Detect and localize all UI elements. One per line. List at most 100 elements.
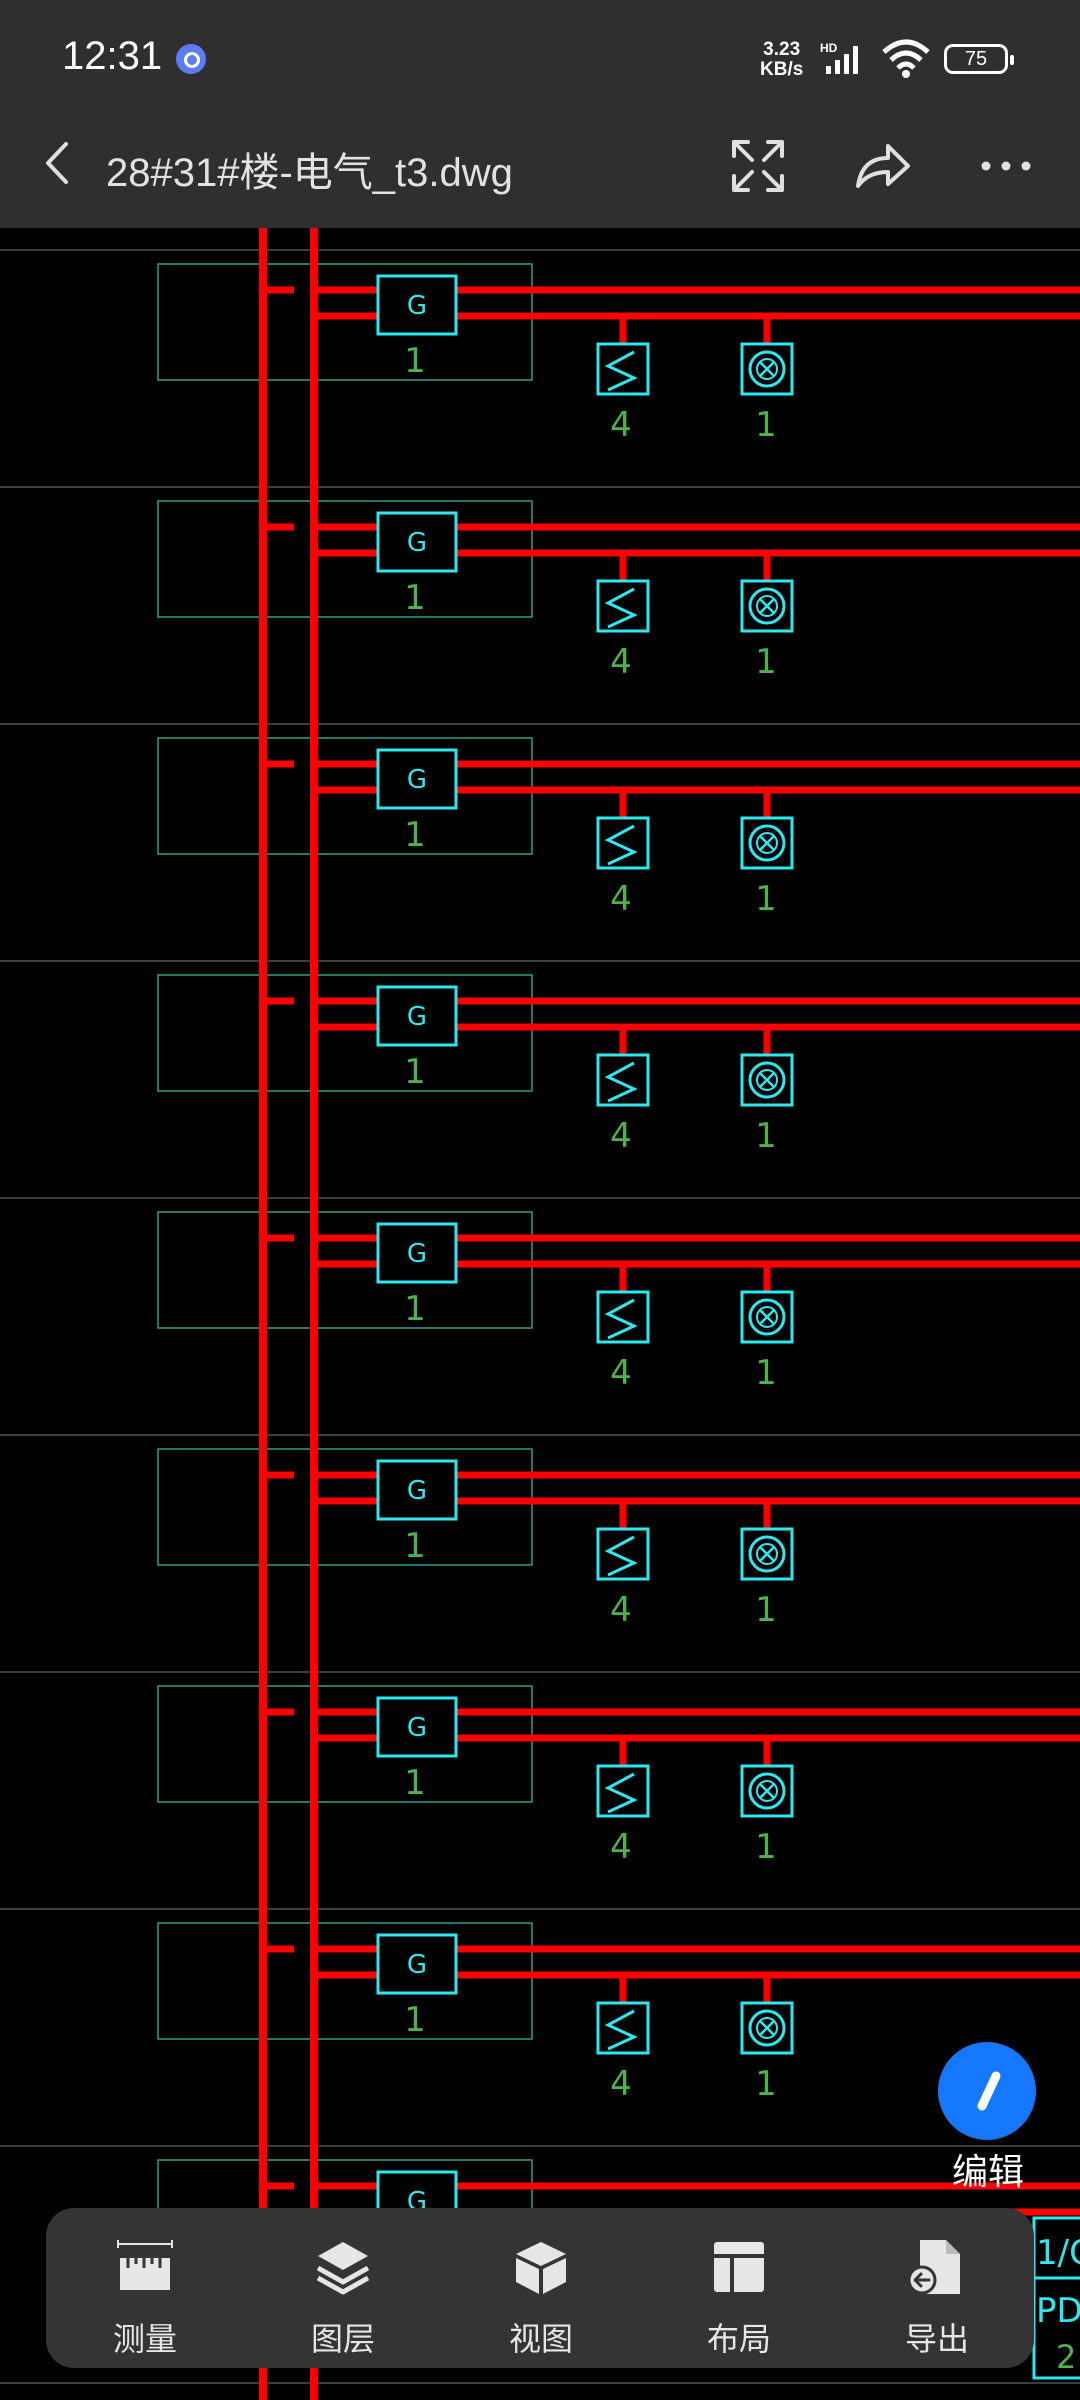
light-circle [748,1298,786,1336]
light-count: 1 [755,879,777,919]
generator-count: 1 [404,1763,426,1803]
light-inner-circle [756,358,778,380]
fullscreen-icon[interactable] [728,136,788,196]
generator-count: 1 [404,1526,426,1566]
light-cross [759,835,775,851]
cell-signal-icon: HD [820,41,858,74]
switch-zigzag [604,587,638,629]
light-inner-circle [756,832,778,854]
panel-label: 1/C [1036,2233,1080,2273]
light-inner-circle [756,1306,778,1328]
ruler-icon [117,2240,173,2290]
wifi-icon [882,39,930,78]
light-inner-circle [756,595,778,617]
network-speed-unit: KB/s [760,59,804,80]
switch-symbol [596,342,650,396]
network-speed: 3.23 KB/s [760,40,803,80]
toolbar-view-label: 视图 [508,2320,573,2358]
more-options-icon[interactable] [976,136,1036,196]
switch-symbol [596,1053,650,1107]
light-cross [759,2020,775,2036]
generator-count: 1 [404,1289,426,1329]
equipment-frame [157,1211,533,1329]
toolbar-export[interactable]: 导出 [838,2208,1036,2368]
back-arrow-icon[interactable] [34,138,84,188]
cube-icon [516,2242,566,2294]
generator-label: G [407,1476,427,1506]
toolbar-measure-label: 测量 [112,2320,177,2358]
light-count: 1 [755,405,777,445]
light-count: 1 [755,642,777,682]
light-circle [748,350,786,388]
switch-count: 4 [610,1116,632,1156]
battery-indicator: 75 [944,44,1014,74]
switch-count: 4 [610,405,632,445]
equipment-frame [157,737,533,855]
equipment-frame [157,1448,533,1566]
generator-label: G [407,1002,427,1032]
light-circle [748,2009,786,2047]
layout-icon [714,2242,764,2292]
light-circle [748,1535,786,1573]
app-bar: 28#31#楼-电气_t3.dwg [0,118,1080,228]
switch-symbol [596,1764,650,1818]
switch-symbol [596,1527,650,1581]
switch-count: 4 [610,879,632,919]
toolbar-export-label: 导出 [904,2320,969,2358]
light-cross [759,1309,775,1325]
generator-symbol [376,985,458,1047]
generator-label: G [407,1713,427,1743]
switch-count: 4 [610,1353,632,1393]
network-speed-value: 3.23 [763,39,801,60]
status-bar: 12:31 3.23 KB/s HD 75 [0,0,1080,118]
distribution-panel-partial [1032,2216,1080,2380]
light-count: 1 [755,1590,777,1630]
equipment-frame [157,263,533,381]
layers-icon [316,2242,370,2295]
generator-symbol [376,1696,458,1758]
switch-zigzag [604,1535,638,1577]
bottom-toolbar: 测量 图层 视图 布局 导出 [46,2208,1034,2368]
light-cross [759,1072,775,1088]
toolbar-layers[interactable]: 图层 [244,2208,442,2368]
generator-label: G [407,1239,427,1269]
light-inner-circle [756,1543,778,1565]
switch-zigzag [604,824,638,866]
share-icon[interactable] [852,136,912,196]
light-circle [748,824,786,862]
switch-zigzag [604,1061,638,1103]
switch-count: 4 [610,2064,632,2104]
generator-label: G [407,1950,427,1980]
generator-symbol [376,1222,458,1284]
light-inner-circle [756,1069,778,1091]
edit-button[interactable] [938,2042,1036,2140]
document-title: 28#31#楼-电气_t3.dwg [106,151,513,195]
status-time: 12:31 [62,34,163,78]
network-tag: HD [820,41,838,55]
switch-zigzag [604,350,638,392]
panel-count: 2 [1056,2338,1076,2376]
light-inner-circle [756,1780,778,1802]
equipment-frame [157,1922,533,2040]
export-file-icon [908,2240,960,2295]
generator-symbol [376,511,458,573]
light-cross [759,1546,775,1562]
switch-count: 4 [610,1590,632,1630]
switch-symbol [596,1290,650,1344]
generator-symbol [376,748,458,810]
pencil-icon [977,2071,1001,2111]
toolbar-view[interactable]: 视图 [442,2208,640,2368]
generator-count: 1 [404,2000,426,2040]
switch-count: 4 [610,1827,632,1867]
edit-label: 编辑 [951,2152,1024,2193]
equipment-frame [157,1685,533,1803]
toolbar-layout[interactable]: 布局 [640,2208,838,2368]
generator-symbol [376,1459,458,1521]
switch-symbol [596,2001,650,2055]
generator-count: 1 [404,341,426,381]
light-count: 1 [755,2064,777,2104]
generator-symbol [376,274,458,336]
toolbar-measure[interactable]: 测量 [46,2208,244,2368]
cad-drawing-canvas[interactable]: G141G141G141G141G141G141G141G141G11/CPD2 [0,228,1080,2400]
light-circle [748,1772,786,1810]
